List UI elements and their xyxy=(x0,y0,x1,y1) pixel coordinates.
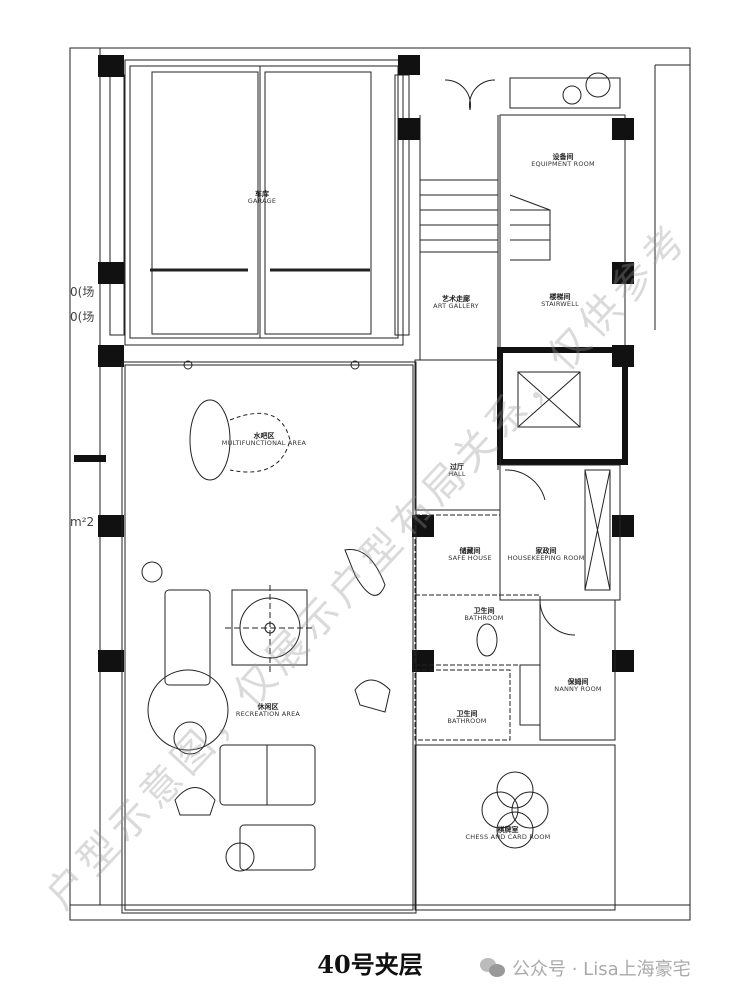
wechat-icon xyxy=(480,958,506,978)
service-rooms xyxy=(414,359,621,911)
elevator xyxy=(497,347,628,465)
garage xyxy=(109,59,410,346)
structural-columns xyxy=(74,55,634,672)
side-fragment: m²2 xyxy=(70,515,95,529)
side-fragment: 0(场 xyxy=(70,285,95,299)
page-title: 40号夹层 xyxy=(317,950,423,979)
footer-credit: 公众号 · Lisa上海豪宅 xyxy=(480,955,691,981)
stair-gallery xyxy=(419,79,499,470)
recreation-area xyxy=(121,360,417,914)
side-fragment: 0(场 xyxy=(70,310,95,324)
outer-frame xyxy=(69,47,691,921)
equipment-room xyxy=(499,72,626,351)
footer-text: 公众号 · Lisa上海豪宅 xyxy=(512,959,691,980)
